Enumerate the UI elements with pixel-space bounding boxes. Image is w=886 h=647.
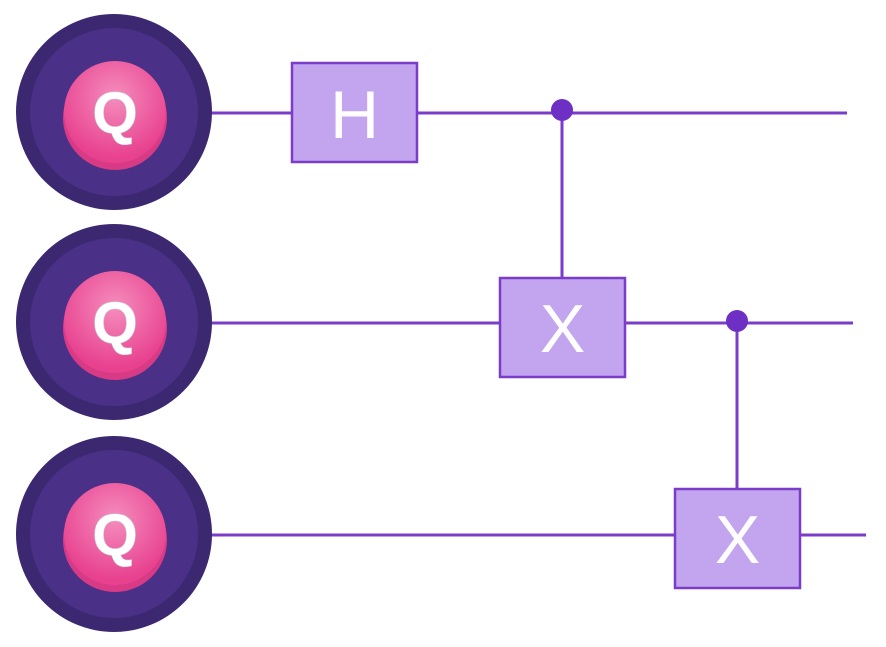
control-dots <box>551 99 748 332</box>
qubit-label-q1: Q <box>92 291 137 356</box>
gate-x-2-label: X <box>715 502 760 578</box>
qubit-label-q0: Q <box>92 81 137 146</box>
gate-x-2-box <box>673 487 802 590</box>
control-lines <box>560 110 739 489</box>
gate-x-1-label: X <box>540 291 585 367</box>
gate-cnot-2-target: X <box>673 487 802 590</box>
qubit-label-q2: Q <box>92 503 137 568</box>
qubit-node-q1: Q <box>16 224 212 420</box>
gate-x-1-box <box>498 276 627 379</box>
qubit-core <box>64 271 166 373</box>
qubit-core <box>64 61 166 163</box>
gate-h: H <box>290 61 419 164</box>
gate-h-box <box>290 61 419 164</box>
gate-h-label: H <box>330 77 379 153</box>
qubit-node-q0: Q <box>16 14 212 210</box>
cnot-2-control-dot <box>726 310 748 332</box>
gate-cnot-1-target: X <box>498 276 627 379</box>
qubit-core <box>64 483 166 585</box>
qubit-node-q2: Q <box>16 436 212 632</box>
cnot-1-control-dot <box>551 99 573 121</box>
